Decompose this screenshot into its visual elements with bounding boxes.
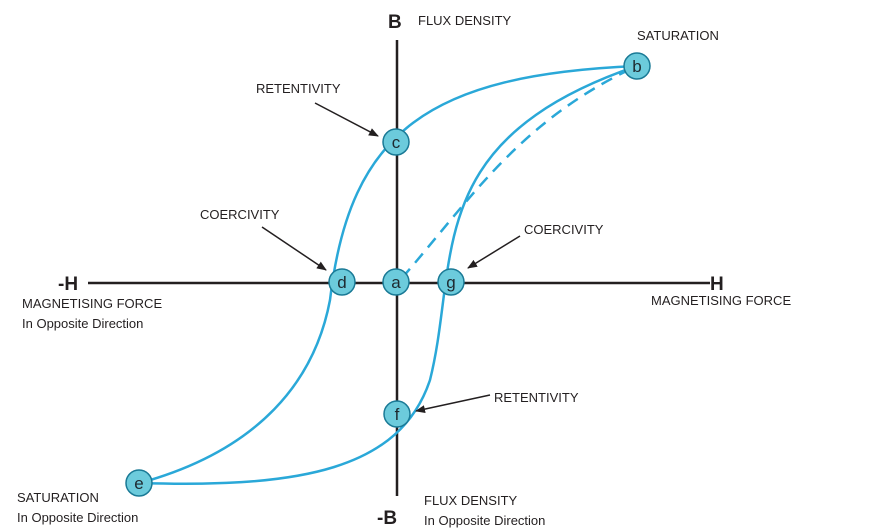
b-axis-bottom-sublabel: In Opposite Direction: [424, 513, 545, 528]
point-d: d: [328, 268, 356, 296]
coercivity-right-arrow: [467, 235, 521, 269]
point-b-label: b: [632, 57, 641, 76]
b-axis-top-label: FLUX DENSITY: [418, 13, 512, 28]
point-e-label: e: [134, 474, 143, 493]
h-axis-left-symbol: -H: [58, 274, 78, 295]
point-d-label: d: [337, 273, 346, 292]
coercivity-left-label: COERCIVITY: [200, 207, 280, 222]
point-a: a: [382, 268, 410, 296]
point-c: c: [382, 128, 410, 156]
retentivity-top-label: RETENTIVITY: [256, 81, 341, 96]
retentivity-bottom-label: RETENTIVITY: [494, 390, 579, 405]
point-a-label: a: [391, 273, 401, 292]
saturation-opposite-sublabel: In Opposite Direction: [17, 510, 138, 525]
point-g: g: [437, 268, 465, 296]
b-axis-bottom-symbol: -B: [377, 508, 397, 529]
h-axis-right-symbol: H: [710, 274, 724, 295]
retentivity-bottom-arrow: [415, 394, 491, 414]
retentivity-top-arrow: [314, 102, 379, 137]
saturation-opposite-label: SATURATION: [17, 490, 99, 505]
point-b: b: [623, 52, 651, 80]
coercivity-left-arrow: [261, 226, 327, 271]
saturation-label: SATURATION: [637, 28, 719, 43]
h-axis-left-label: MAGNETISING FORCE: [22, 296, 162, 311]
b-axis-bottom-label: FLUX DENSITY: [424, 493, 518, 508]
point-c-label: c: [392, 133, 401, 152]
h-axis-left-sublabel: In Opposite Direction: [22, 316, 143, 331]
b-axis-top-symbol: B: [388, 12, 402, 33]
point-g-label: g: [446, 273, 455, 292]
lower-curve: [139, 64, 638, 486]
point-f: f: [383, 400, 411, 428]
coercivity-right-label: COERCIVITY: [524, 222, 604, 237]
h-axis-right-label: MAGNETISING FORCE: [651, 293, 791, 308]
initial-magnetisation-curve: [401, 64, 638, 279]
point-f-label: f: [395, 405, 400, 424]
point-e: e: [125, 469, 153, 497]
